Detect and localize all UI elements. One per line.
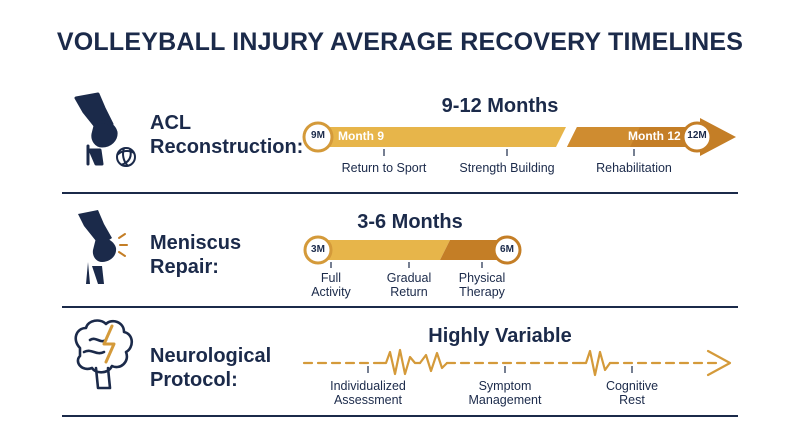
acl-phase-rehabilitation: Rehabilitation <box>596 161 672 175</box>
phase-line: Individualized <box>330 379 406 393</box>
meniscus-tick-marks <box>330 262 483 268</box>
page-title: VOLLEYBALL INJURY AVERAGE RECOVERY TIMEL… <box>56 28 744 56</box>
meniscus-label-line1: Meniscus <box>150 232 242 254</box>
meniscus-phase-gradual-return: Gradual Return <box>387 271 431 299</box>
phase-line: Assessment <box>333 393 403 407</box>
brain-lightning-icon <box>74 319 134 390</box>
phase-line: Return <box>390 285 428 299</box>
meniscus-label: Meniscus Repair: <box>150 231 241 279</box>
meniscus-label-line2: Repair: <box>150 256 219 278</box>
neuro-phase-individualized-assessment: Individualized Assessment <box>330 379 406 407</box>
neurological-label: Neurological Protocol: <box>150 344 271 392</box>
meniscus-end-badge <box>492 235 522 265</box>
meniscus-phase-full-activity: Full Activity <box>311 271 351 299</box>
phase-line: Physical <box>458 271 506 285</box>
meniscus-knee-icon <box>78 210 117 284</box>
volleyball-icon <box>116 147 136 167</box>
acl-phase-strength-building: Strength Building <box>459 161 555 175</box>
phase-line: Cognitive <box>605 379 659 393</box>
acl-start-badge <box>302 121 334 153</box>
neurological-tick-marks <box>367 366 633 373</box>
phase-line: Full <box>320 271 342 285</box>
neurological-timeline-dashed <box>302 348 732 377</box>
meniscus-start-badge <box>303 235 333 265</box>
phase-line: Activity <box>311 285 351 299</box>
phase-line: Management <box>468 393 542 407</box>
neurological-label-line2: Protocol: <box>150 369 238 391</box>
meniscus-phase-physical-therapy: Physical Therapy <box>459 271 506 299</box>
meniscus-timeline-bar <box>318 240 508 260</box>
neurological-duration: Highly Variable <box>428 325 572 347</box>
phase-line: Rest <box>619 393 645 407</box>
row-divider-1 <box>62 192 738 194</box>
acl-label: ACL Reconstruction: <box>150 111 303 159</box>
acl-end-badge-text: 12M <box>687 130 707 141</box>
injury-spark-icon <box>118 233 128 257</box>
phase-line: Therapy <box>459 285 505 299</box>
acl-label-line2: Reconstruction: <box>150 136 304 158</box>
acl-tick-marks <box>383 149 635 156</box>
acl-phase-return-to-sport: Return to Sport <box>341 161 427 175</box>
acl-end-marker: Month 12 <box>628 129 681 143</box>
phase-line: Symptom <box>478 379 532 393</box>
meniscus-end-badge-text: 6M <box>500 244 514 255</box>
acl-label-line1: ACL <box>150 112 192 134</box>
meniscus-duration: 3-6 Months <box>357 211 463 233</box>
row-divider-3 <box>62 415 738 417</box>
phase-line: Gradual <box>386 271 432 285</box>
neurological-label-line1: Neurological <box>150 345 272 367</box>
neuro-phase-symptom-management: Symptom Management <box>469 379 542 407</box>
neuro-phase-cognitive-rest: Cognitive Rest <box>606 379 658 407</box>
row-divider-2 <box>62 306 738 308</box>
meniscus-start-badge-text: 3M <box>311 244 325 255</box>
acl-knee-icon <box>74 92 118 166</box>
acl-duration: 9-12 Months <box>441 95 559 117</box>
acl-start-badge-text: 9M <box>311 130 325 141</box>
acl-start-marker: Month 9 <box>338 129 384 143</box>
acl-end-badge <box>681 121 713 153</box>
